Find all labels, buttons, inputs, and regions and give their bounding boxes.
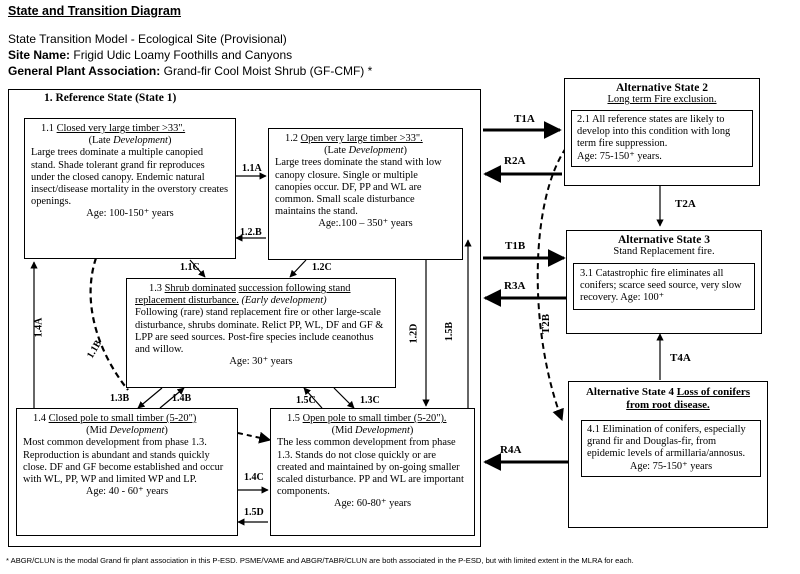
plant-association-line: General Plant Association: Grand-fir Coo…	[8, 64, 372, 78]
plant-association-value: Grand-fir Cool Moist Shrub (GF-CMF) *	[163, 64, 373, 78]
alt-state-2-body: 2.1 All reference states are likely to d…	[577, 114, 731, 150]
label-1-1a: 1.1A	[242, 163, 262, 174]
arrow-1-5c	[303, 387, 323, 409]
state-1-2-stage: (Late Development)	[324, 145, 407, 157]
state-1-1-age: Age: 100-150⁺ years	[86, 208, 174, 220]
alt-state-2-inner-box: 2.1 All reference states are likely to d…	[571, 110, 753, 167]
label-1-4a: 1.4A	[33, 317, 45, 338]
state-1-2-box: 1.2 Open very large timber >33". (Late D…	[268, 128, 463, 260]
state-1-3-box: 1.3 Shrub dominated succession following…	[126, 278, 396, 388]
alt-state-2-title: Alternative State 2	[616, 82, 708, 94]
alt-state-4-box: Alternative State 4 Loss of conifers fro…	[568, 381, 768, 528]
model-line: State Transition Model - Ecological Site…	[8, 32, 287, 46]
label-t1a: T1A	[514, 113, 535, 125]
state-1-3-heading: 1.3 Shrub dominated succession following…	[135, 283, 351, 307]
alt-state-3-subtitle: Stand Replacement fire.	[613, 246, 715, 257]
label-t2b: T2B	[540, 313, 553, 335]
site-name-label: Site Name:	[8, 48, 71, 62]
state-1-4-stage: (Mid Development)	[86, 425, 168, 437]
arrow-1-3b	[137, 387, 163, 409]
arrow-1-3c	[333, 387, 355, 409]
label-1-1c: 1.1C	[180, 262, 200, 273]
footnote: * ABGR/CLUN is the modal Grand fir plant…	[6, 556, 634, 565]
arrow-t2b	[536, 147, 567, 422]
label-1-4c: 1.4C	[244, 472, 264, 483]
alt-state-4-body: 4.1 Elimination of conifers, especially …	[587, 424, 746, 460]
alt-state-2-subtitle: Long term Fire exclusion.	[607, 94, 717, 105]
state-1-4-age: Age: 40 - 60⁺ years	[85, 486, 169, 498]
alt-state-3-inner-box: 3.1 Catastrophic fire eliminates all con…	[573, 263, 755, 310]
label-1-3b: 1.3B	[110, 393, 130, 404]
label-t1b: T1B	[505, 240, 526, 252]
state-1-2-heading: 1.2 Open very large timber >33".	[285, 133, 423, 144]
state-1-2-age: Age:.100 – 350⁺ years	[318, 218, 413, 230]
label-1-4b: 1.4B	[172, 393, 192, 404]
state-1-4-heading: 1.4 Closed pole to small timber (5-20")	[33, 413, 197, 424]
label-t4a: T4A	[670, 352, 691, 364]
state-1-1-stage: (Late Development)	[88, 135, 172, 147]
label-1-5d: 1.5D	[244, 507, 264, 518]
reference-state-title: 1. Reference State (State 1)	[44, 92, 177, 104]
label-r4a: R4A	[500, 444, 522, 456]
alt-state-3-title: Alternative State 3	[618, 234, 710, 246]
alt-state-4-title: Alternative State 4 Loss of conifers fro…	[585, 386, 751, 411]
state-1-1-body: Large trees dominate a multiple canopied…	[31, 147, 229, 208]
site-name-value: Frigid Udic Loamy Foothills and Canyons	[73, 48, 293, 62]
state-1-5-age: Age: 60-80⁺ years	[333, 498, 412, 510]
arrow-1-2c	[289, 259, 307, 278]
alt-state-4-age: Age: 75-150⁺ years	[629, 460, 713, 472]
arrow-1-4b	[159, 387, 185, 409]
label-1-2d: 1.2D	[408, 323, 420, 344]
state-1-4-body: Most common development from phase 1.3. …	[23, 437, 224, 486]
state-1-1-heading: 1.1 Closed very large timber >33".	[41, 123, 186, 134]
label-1-5b: 1.5B	[444, 321, 456, 342]
alt-state-2-age: Age: 75-150⁺ years.	[577, 150, 662, 162]
label-r2a: R2A	[504, 155, 526, 167]
arrow-1-1c	[189, 259, 206, 278]
state-1-5-body: The less common development from phase 1…	[277, 437, 464, 498]
state-1-4-box: 1.4 Closed pole to small timber (5-20") …	[16, 408, 238, 536]
alt-state-2-box: Alternative State 2 Long term Fire exclu…	[564, 78, 760, 186]
alt-state-3-body: 3.1 Catastrophic fire eliminates all con…	[580, 268, 742, 304]
state-1-3-body: Following (rare) stand replacement fire …	[135, 307, 384, 356]
state-1-5-heading: 1.5 Open pole to small timber (5-20").	[287, 413, 447, 424]
diagram-title: State and Transition Diagram	[8, 4, 181, 18]
state-1-5-box: 1.5 Open pole to small timber (5-20"). (…	[270, 408, 475, 536]
state-1-5-stage: (Mid Development)	[331, 425, 414, 437]
state-1-1-box: 1.1 Closed very large timber >33". (Late…	[24, 118, 236, 259]
alt-state-4-inner-box: 4.1 Elimination of conifers, especially …	[581, 420, 761, 477]
plant-association-label: General Plant Association:	[8, 64, 161, 78]
site-name-line: Site Name: Frigid Udic Loamy Foothills a…	[8, 48, 292, 62]
label-1-3c: 1.3C	[360, 395, 380, 406]
label-1-5c: 1.5C	[296, 395, 316, 406]
label-1-2c: 1.2C	[312, 262, 332, 273]
label-t2a: T2A	[675, 198, 696, 210]
state-1-2-body: Large trees dominate the stand with low …	[275, 157, 442, 218]
arrow-1-4-to-1-5-dashed	[237, 431, 272, 444]
arrow-1-1b	[89, 257, 129, 391]
label-1-2b: 1.2.B	[240, 227, 262, 238]
state-1-3-age: Age: 30⁺ years	[229, 356, 293, 368]
label-r3a: R3A	[504, 280, 526, 292]
alt-state-3-box: Alternative State 3 Stand Replacement fi…	[566, 230, 762, 334]
